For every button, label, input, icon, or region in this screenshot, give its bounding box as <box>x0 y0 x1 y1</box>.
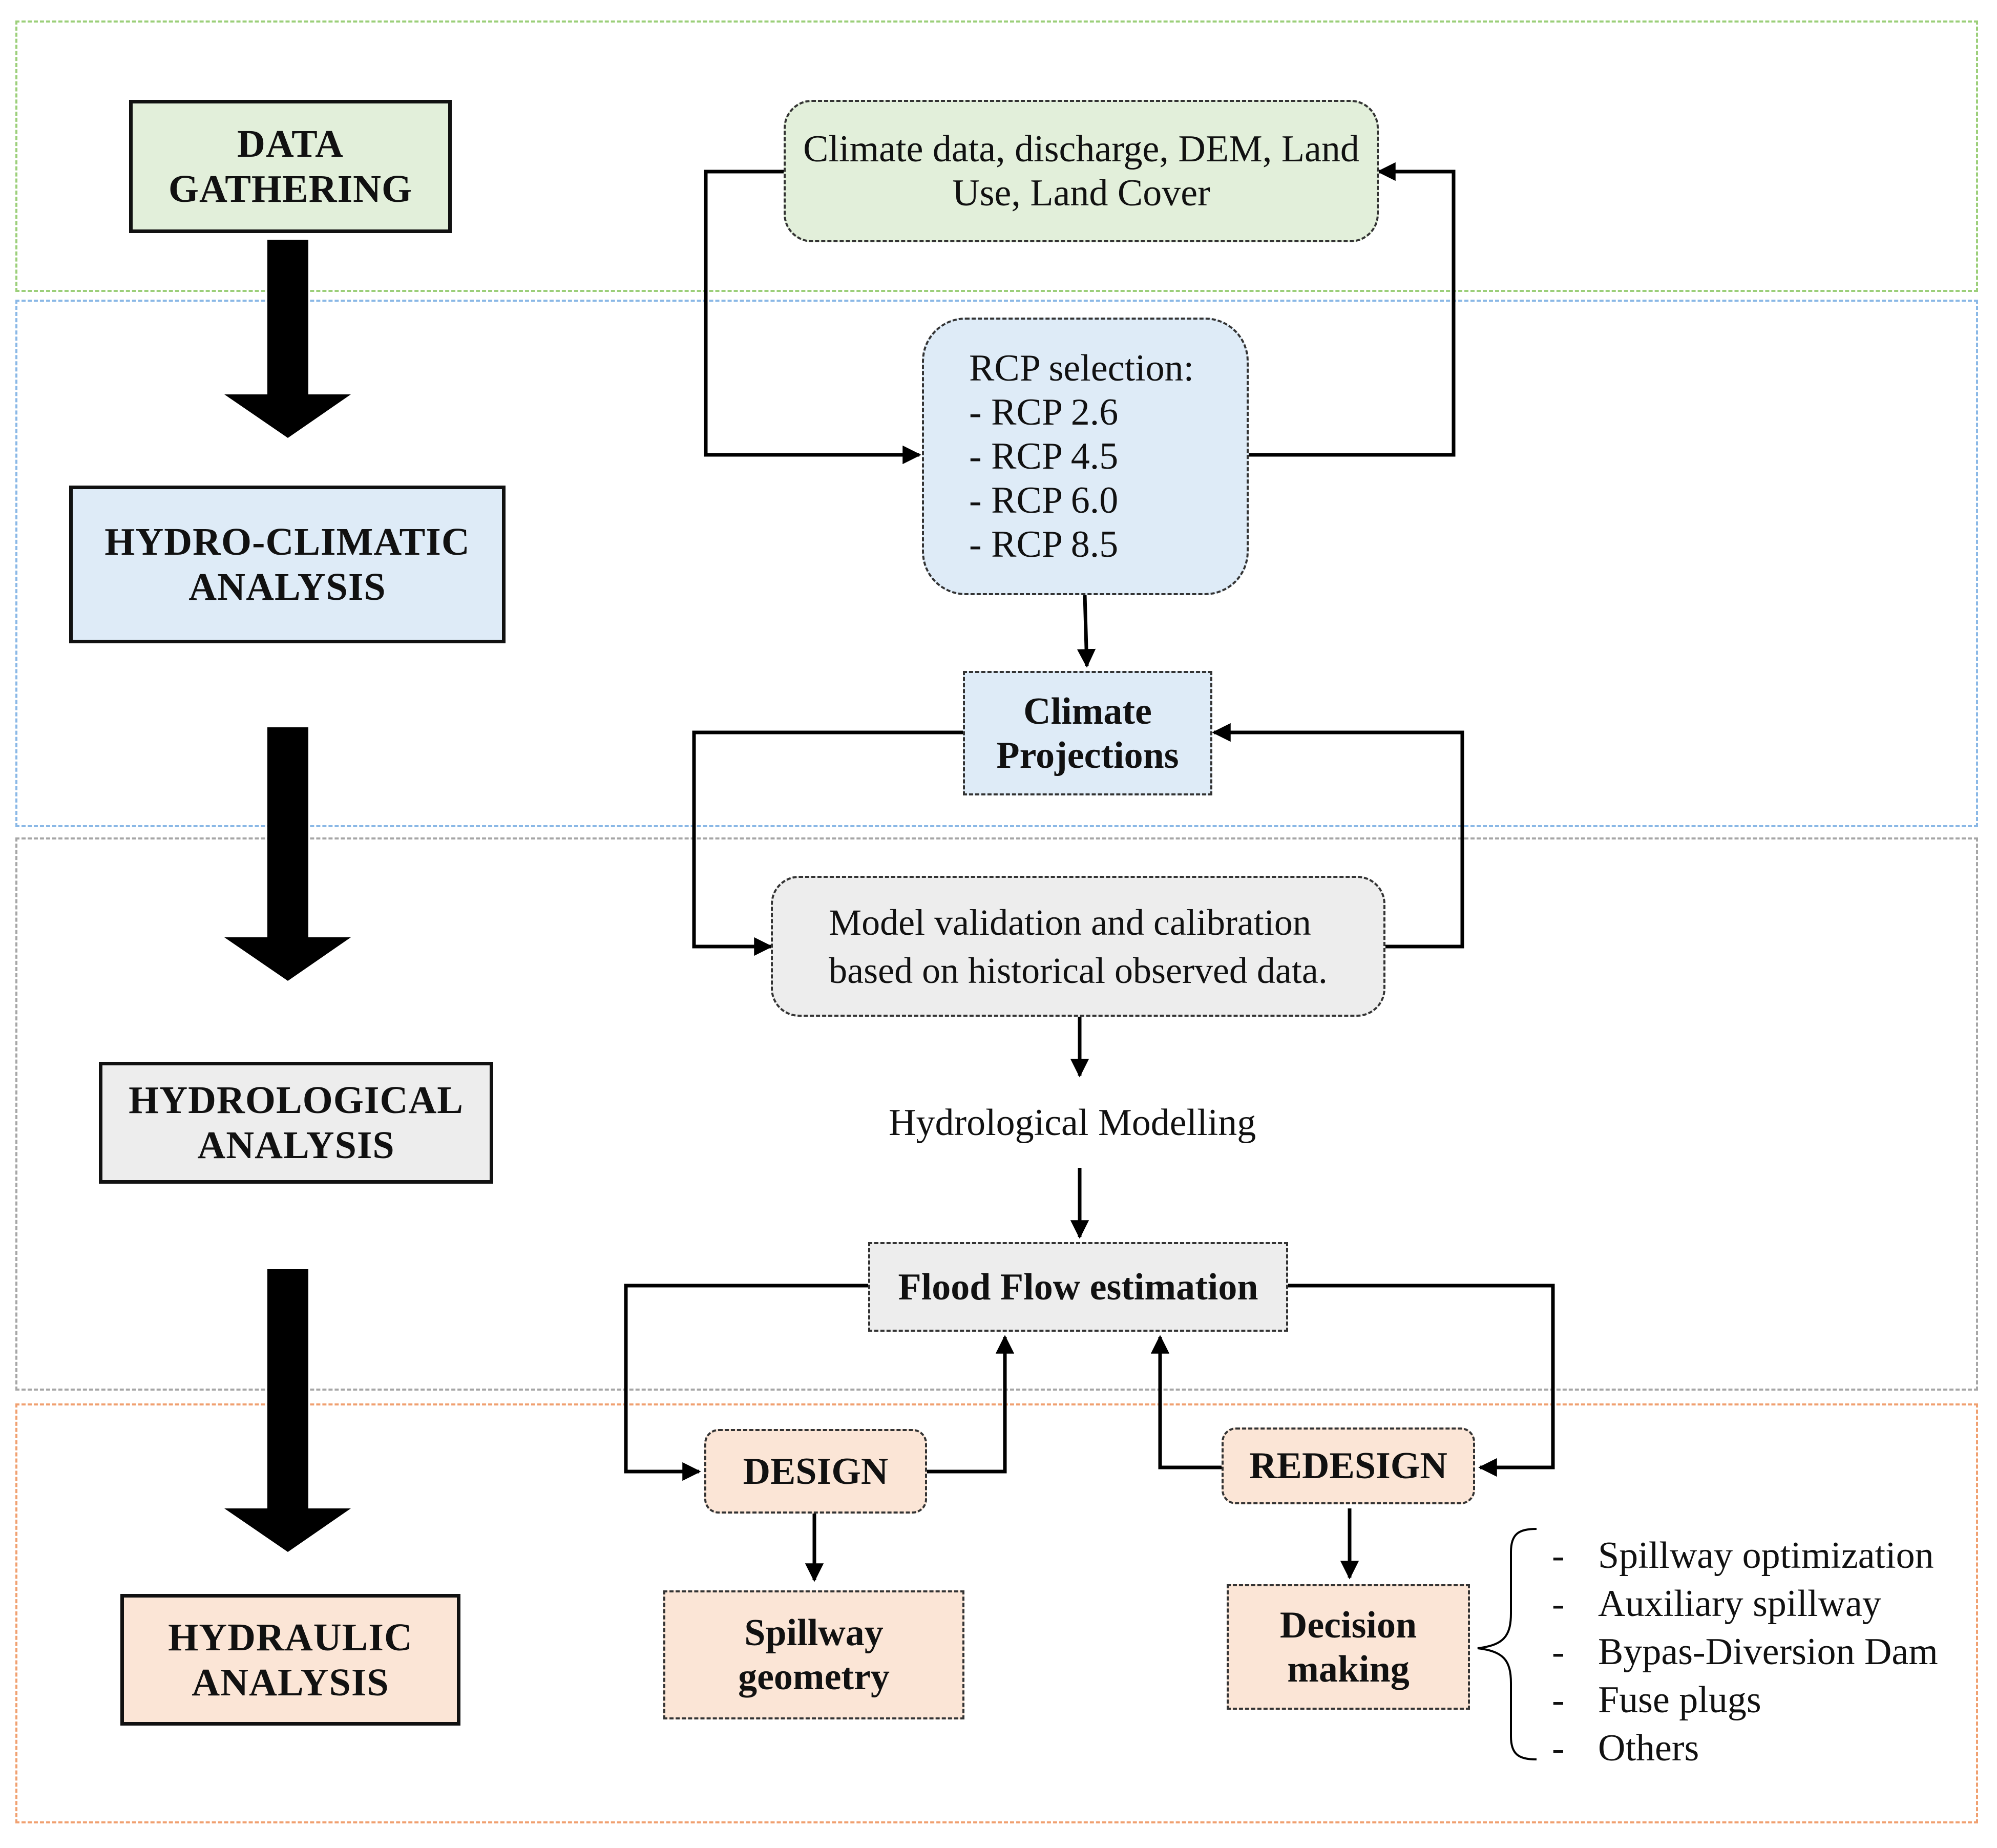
node-model-validation-label: Model validation and calibration based o… <box>829 901 1328 991</box>
section-band-hydro-climatic <box>15 300 1978 827</box>
connector-rcp-to-data <box>1249 162 1456 457</box>
node-rcp-selection: RCP selection: - RCP 2.6 - RCP 4.5 - RCP… <box>922 318 1249 595</box>
list-item: -Others <box>1552 1727 1699 1769</box>
node-decision-making: Decision making <box>1227 1584 1470 1710</box>
node-decision-making-label: Decision making <box>1279 1604 1417 1690</box>
node-flood-flow-label: Flood Flow estimation <box>898 1266 1258 1308</box>
node-climate-projections-label: Climate Projections <box>996 690 1179 776</box>
list-item: -Fuse plugs <box>1552 1679 1761 1721</box>
stage-hydrological-label: HYDROLOGICAL ANALYSIS <box>129 1079 464 1167</box>
connector-redesign-to-flood <box>1150 1335 1222 1469</box>
list-item: -Auxiliary spillway <box>1552 1583 1881 1625</box>
stage-data-gathering: DATA GATHERING <box>129 100 452 233</box>
node-design: DESIGN <box>704 1429 927 1514</box>
stage-hydrological: HYDROLOGICAL ANALYSIS <box>99 1062 493 1184</box>
connector-data-to-rcp <box>704 170 921 465</box>
section-band-data-gathering <box>15 20 1978 292</box>
node-climate-projections: Climate Projections <box>963 671 1212 795</box>
stage-hydraulic-label: HYDRAULIC ANALYSIS <box>168 1615 413 1704</box>
rcp-item: - RCP 6.0 <box>969 479 1119 521</box>
node-model-validation: Model validation and calibration based o… <box>771 876 1385 1017</box>
section-band-hydraulic <box>15 1403 1978 1823</box>
rcp-title: RCP selection: <box>969 347 1194 389</box>
stage-data-gathering-label: DATA GATHERING <box>168 122 413 211</box>
rcp-item: - RCP 2.6 <box>969 391 1119 433</box>
node-design-label: DESIGN <box>743 1450 889 1493</box>
list-item: -Bypas-Diversion Dam <box>1552 1631 1938 1673</box>
connector-flood-to-redesign <box>1288 1284 1555 1477</box>
node-redesign: REDESIGN <box>1222 1427 1475 1504</box>
node-climate-data: Climate data, discharge, DEM, Land Use, … <box>784 100 1379 242</box>
connector-rcp-to-projections <box>1077 595 1096 668</box>
list-item: -Spillway optimization <box>1552 1535 1934 1577</box>
options-brace <box>1477 1528 1537 1760</box>
stage-hydro-climatic-label: HYDRO-CLIMATIC ANALYSIS <box>104 520 470 608</box>
stage-hydro-climatic: HYDRO-CLIMATIC ANALYSIS <box>69 486 506 643</box>
stage-arrow-3 <box>224 1269 351 1552</box>
node-spillway-geometry: Spillway geometry <box>663 1590 964 1719</box>
stage-hydraulic: HYDRAULIC ANALYSIS <box>120 1594 460 1726</box>
connector-flood-to-design <box>624 1284 868 1481</box>
node-climate-data-label: Climate data, discharge, DEM, Land Use, … <box>803 128 1359 214</box>
section-band-hydrological <box>15 837 1978 1391</box>
rcp-item: - RCP 4.5 <box>969 435 1119 477</box>
node-redesign-label: REDESIGN <box>1249 1445 1447 1487</box>
connector-projections-to-validation <box>692 730 963 956</box>
stage-arrow-2 <box>224 727 351 981</box>
decision-options-list: -Spillway optimization -Auxiliary spillw… <box>1552 1531 1938 1772</box>
node-flood-flow: Flood Flow estimation <box>868 1242 1288 1332</box>
rcp-item: - RCP 8.5 <box>969 523 1119 565</box>
stage-arrow-1 <box>224 240 351 438</box>
node-spillway-geometry-label: Spillway geometry <box>738 1612 890 1698</box>
hydrological-modelling-label: Hydrological Modelling <box>889 1102 1256 1144</box>
connector-design-to-flood <box>927 1335 1015 1474</box>
connector-validation-to-projections <box>1212 723 1464 949</box>
